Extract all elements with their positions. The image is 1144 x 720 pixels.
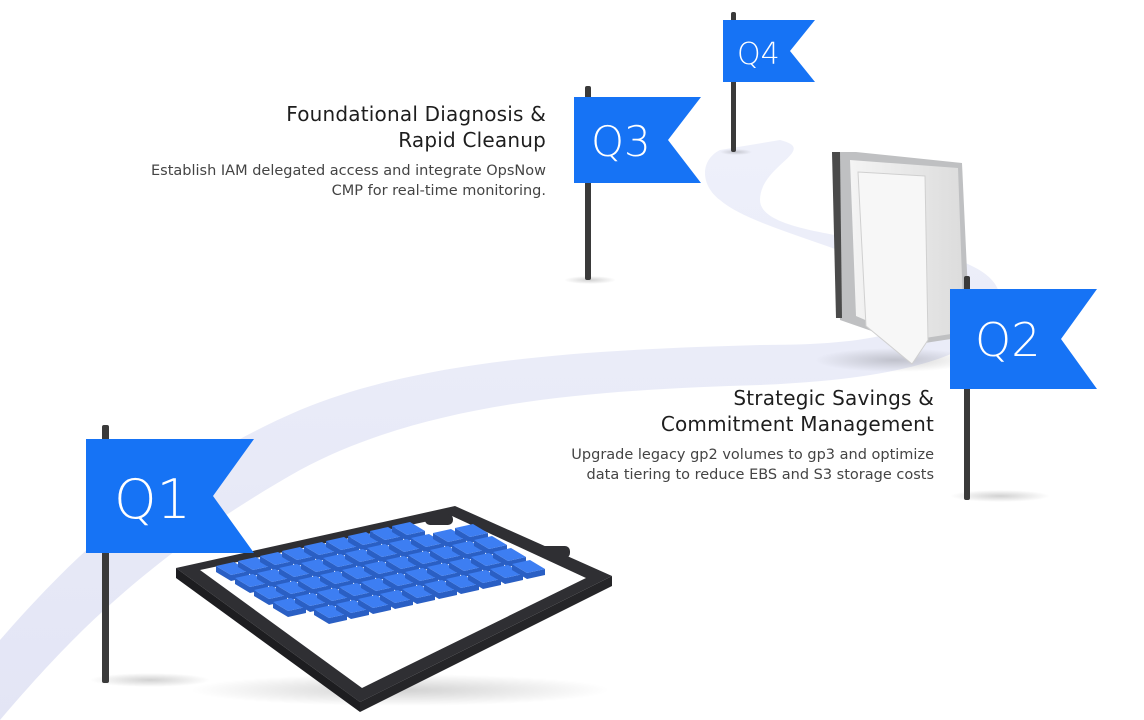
keycap xyxy=(430,546,463,559)
keycap-side xyxy=(468,574,501,589)
keycap xyxy=(326,537,359,550)
keycap xyxy=(446,575,479,588)
keyboard-keys xyxy=(216,522,545,624)
keycap xyxy=(402,585,435,598)
keycap xyxy=(320,571,353,584)
keycap xyxy=(468,570,501,583)
keycap xyxy=(370,527,403,540)
keycap xyxy=(257,569,290,582)
keycap xyxy=(339,583,372,596)
q4-flag-banner xyxy=(723,20,815,82)
keycap-side xyxy=(446,579,479,594)
milestone-q3-description: Establish IAM delegated access and integ… xyxy=(151,163,546,199)
q4-flag: Q4 xyxy=(720,12,815,155)
keycap xyxy=(348,532,381,545)
q1-flag: Q1 xyxy=(86,425,254,687)
keycap xyxy=(279,564,312,577)
keycap-side xyxy=(336,604,369,619)
keycap xyxy=(276,581,309,594)
keycap xyxy=(433,529,466,542)
keycap xyxy=(345,549,378,562)
milestone-q2-description: Upgrade legacy gp2 volumes to gp3 and op… xyxy=(571,447,934,483)
q2-flag-banner xyxy=(950,289,1097,389)
keycap xyxy=(260,552,293,565)
keycap xyxy=(304,542,337,555)
keycap xyxy=(282,547,315,560)
keycap xyxy=(364,561,397,574)
keycap xyxy=(216,562,249,575)
keycap xyxy=(405,568,438,581)
q2-flag-label: Q2 xyxy=(975,313,1040,367)
milestone-q3-block: Foundational Diagnosis & Rapid Cleanup E… xyxy=(76,101,546,201)
milestone-q3-title: Foundational Diagnosis & Rapid Cleanup xyxy=(286,102,546,152)
keycap xyxy=(301,559,334,572)
keycap xyxy=(314,605,347,618)
keycap xyxy=(411,534,444,547)
keycap-side xyxy=(314,609,347,624)
keycap xyxy=(336,600,369,613)
keycap-side xyxy=(402,589,435,604)
keycap xyxy=(424,580,457,593)
q1-flag-banner xyxy=(86,439,254,553)
keycap-side xyxy=(358,599,391,614)
keycap xyxy=(408,551,441,564)
q4-flag-label: Q4 xyxy=(737,37,780,72)
keycap-side xyxy=(424,584,457,599)
keycap xyxy=(452,541,485,554)
q2-flag: Q2 xyxy=(950,276,1097,502)
keycap xyxy=(455,524,488,537)
q3-flag-label: Q3 xyxy=(591,117,651,166)
keycap xyxy=(238,557,271,570)
folder-illustration xyxy=(815,152,975,372)
keycap xyxy=(386,556,419,569)
keycap-side xyxy=(512,564,545,579)
keycap xyxy=(342,566,375,579)
keycap xyxy=(392,522,425,535)
keycap xyxy=(298,576,331,589)
keycap xyxy=(254,586,287,599)
keycap xyxy=(490,565,523,578)
keycap xyxy=(361,578,394,591)
keycap xyxy=(317,588,350,601)
q3-flag: Q3 xyxy=(564,86,701,284)
keyboard-illustration xyxy=(176,506,612,712)
keycap xyxy=(358,595,391,608)
milestone-q2-title: Strategic Savings & Commitment Managemen… xyxy=(660,386,934,436)
keycap xyxy=(380,590,413,603)
q3-flag-banner xyxy=(574,97,701,183)
keycap xyxy=(471,553,504,566)
keycap xyxy=(367,544,400,557)
keycap-side xyxy=(380,594,413,609)
keycap-side xyxy=(273,602,306,617)
keycap xyxy=(493,548,526,561)
keycap xyxy=(295,593,328,606)
keycap xyxy=(512,560,545,573)
keycap xyxy=(474,536,507,549)
keycap xyxy=(389,539,422,552)
keycap xyxy=(427,563,460,576)
milestone-q2-block: Strategic Savings & Commitment Managemen… xyxy=(504,385,934,485)
keycap xyxy=(449,558,482,571)
q1-flag-label: Q1 xyxy=(114,468,191,531)
keycap xyxy=(323,554,356,567)
keycap xyxy=(235,574,268,587)
keycap-side xyxy=(490,569,523,584)
keycap xyxy=(383,573,416,586)
keycap xyxy=(273,598,306,611)
